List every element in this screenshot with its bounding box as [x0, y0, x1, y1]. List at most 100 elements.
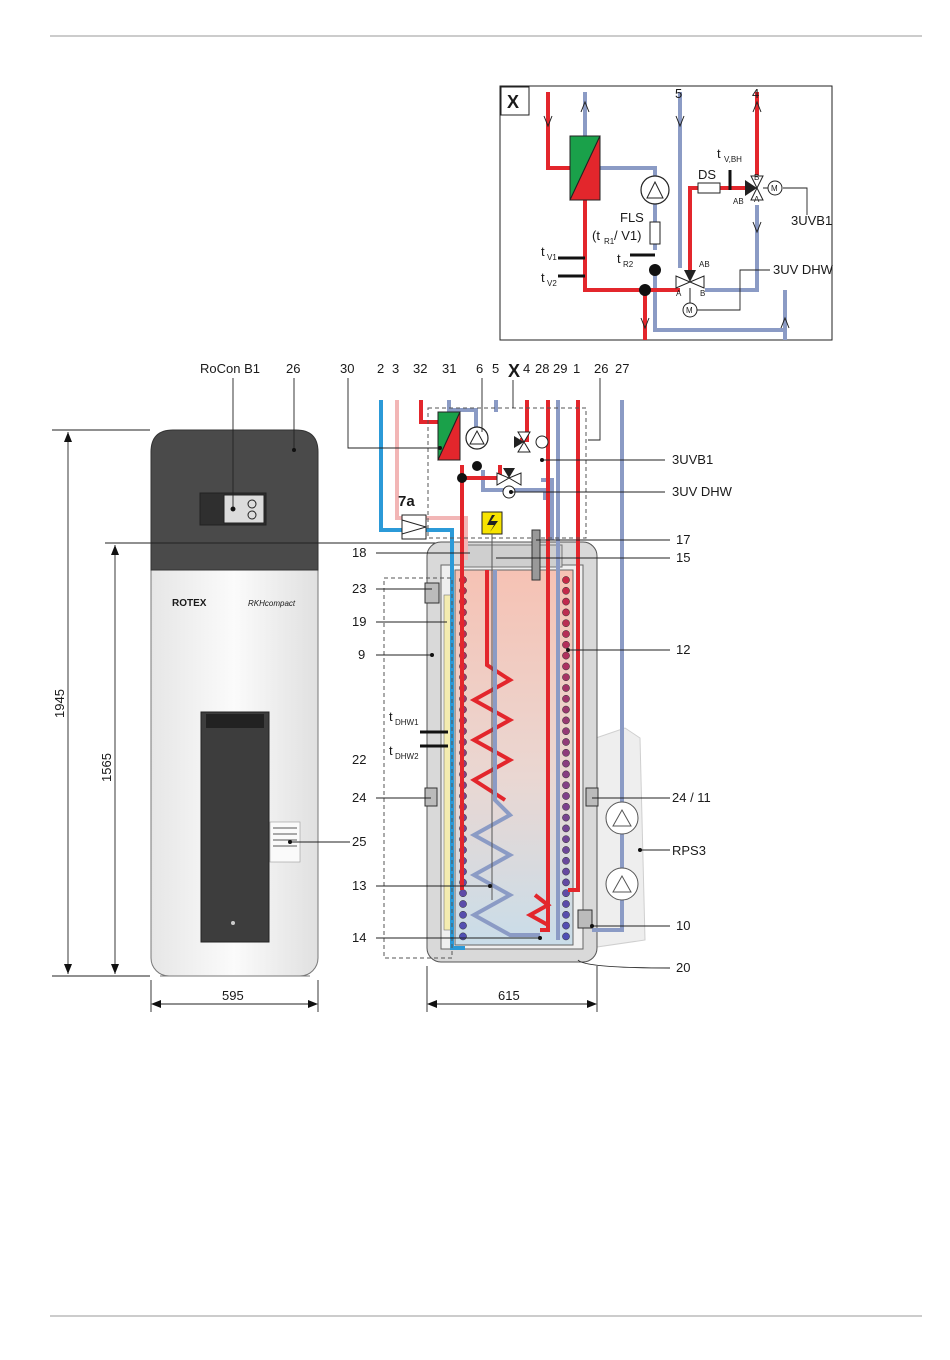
coil-tube	[562, 587, 569, 594]
coil-tube	[562, 922, 569, 929]
svg-text:A: A	[676, 289, 682, 298]
svg-text:3UV DHW: 3UV DHW	[672, 484, 733, 499]
svg-text:DS: DS	[698, 167, 716, 182]
svg-text:3UV DHW: 3UV DHW	[773, 262, 834, 277]
coil-tube	[562, 911, 569, 918]
svg-text:17: 17	[676, 532, 690, 547]
svg-text:3UVB1: 3UVB1	[672, 452, 713, 467]
coil-tube	[459, 933, 466, 940]
svg-text:DHW2: DHW2	[395, 752, 419, 761]
svg-text:31: 31	[442, 361, 456, 376]
coil-tube	[562, 933, 569, 940]
svg-text:M: M	[771, 184, 778, 193]
svg-text:23: 23	[352, 581, 366, 596]
coil-tube	[562, 706, 569, 713]
svg-text:V1: V1	[547, 253, 557, 262]
coil-tube	[562, 630, 569, 637]
svg-text:18: 18	[352, 545, 366, 560]
svg-text:AB: AB	[733, 197, 744, 206]
svg-text:t: t	[717, 146, 721, 161]
coil-tube	[562, 782, 569, 789]
svg-text:6: 6	[476, 361, 483, 376]
rps3-unit	[590, 728, 645, 948]
svg-text:7a: 7a	[398, 493, 415, 510]
svg-text:30: 30	[340, 361, 354, 376]
svg-text:V2: V2	[547, 279, 557, 288]
svg-text:27: 27	[615, 361, 629, 376]
coil-tube	[562, 728, 569, 735]
coil-tube	[562, 825, 569, 832]
svg-text:24: 24	[352, 790, 366, 805]
coil-tube	[562, 663, 569, 670]
svg-text:10: 10	[676, 918, 690, 933]
svg-text:t: t	[389, 743, 393, 758]
svg-text:B: B	[754, 173, 759, 182]
dim-1565: 1565	[99, 753, 114, 782]
coil-tube	[562, 868, 569, 875]
svg-text:/ V1): / V1)	[614, 228, 641, 243]
svg-text:9: 9	[358, 647, 365, 662]
svg-text:5: 5	[492, 361, 499, 376]
dim-1945: 1945	[52, 689, 67, 718]
label-rps3: RPS3	[672, 843, 706, 858]
svg-text:19: 19	[352, 614, 366, 629]
dim-595: 595	[222, 988, 244, 1003]
svg-text:DHW1: DHW1	[395, 718, 419, 727]
coil-tube	[562, 803, 569, 810]
svg-text:15: 15	[676, 550, 690, 565]
coil-tube	[562, 846, 569, 853]
svg-text:RKHcompact: RKHcompact	[248, 599, 296, 608]
svg-text:1: 1	[573, 361, 580, 376]
svg-text:14: 14	[352, 930, 366, 945]
svg-text:t: t	[389, 709, 393, 724]
svg-text:12: 12	[676, 642, 690, 657]
svg-text:V,BH: V,BH	[724, 155, 742, 164]
svg-text:AB: AB	[699, 260, 710, 269]
svg-text:13: 13	[352, 878, 366, 893]
coil-tube	[562, 684, 569, 691]
label-4: 4	[752, 86, 759, 101]
svg-text:3: 3	[392, 361, 399, 376]
dim-615: 615	[498, 988, 520, 1003]
coil-tube	[562, 652, 569, 659]
svg-text:2: 2	[377, 361, 384, 376]
detail-x: X	[500, 86, 834, 340]
svg-text:(t: (t	[592, 228, 600, 243]
svg-text:25: 25	[352, 834, 366, 849]
pump-icon	[641, 176, 669, 204]
svg-text:28: 28	[535, 361, 549, 376]
coil-tube	[459, 900, 466, 907]
svg-text:32: 32	[413, 361, 427, 376]
svg-text:B: B	[700, 289, 705, 298]
coil-tube	[562, 792, 569, 799]
svg-text:t: t	[617, 251, 621, 266]
svg-text:X: X	[508, 361, 520, 381]
svg-text:26: 26	[286, 361, 300, 376]
coil-tube	[562, 738, 569, 745]
svg-text:M: M	[686, 306, 693, 315]
coil-tube	[562, 717, 569, 724]
svg-text:3UVB1: 3UVB1	[791, 213, 832, 228]
coil-tube	[562, 771, 569, 778]
svg-text:t: t	[541, 270, 545, 285]
coil-tube	[562, 695, 569, 702]
coil-tube	[562, 609, 569, 616]
svg-text:24 / 11: 24 / 11	[672, 790, 711, 805]
coil-tube	[562, 814, 569, 821]
coil-tube	[562, 879, 569, 886]
detail-x-tag: X	[507, 92, 519, 112]
coil-tube	[562, 749, 569, 756]
svg-text:22: 22	[352, 752, 366, 767]
label-5: 5	[675, 86, 682, 101]
coil-tube	[562, 641, 569, 648]
svg-text:20: 20	[676, 960, 690, 975]
coil-tube	[459, 911, 466, 918]
coil-tube	[562, 620, 569, 627]
svg-text:26: 26	[594, 361, 608, 376]
svg-text:FLS: FLS	[620, 210, 644, 225]
svg-text:4: 4	[523, 361, 530, 376]
section-view: 30 2 3 32 31 6 5 X 4 28 29 1 26 27	[340, 361, 733, 1012]
coil-tube	[459, 922, 466, 929]
coil-tube	[562, 836, 569, 843]
